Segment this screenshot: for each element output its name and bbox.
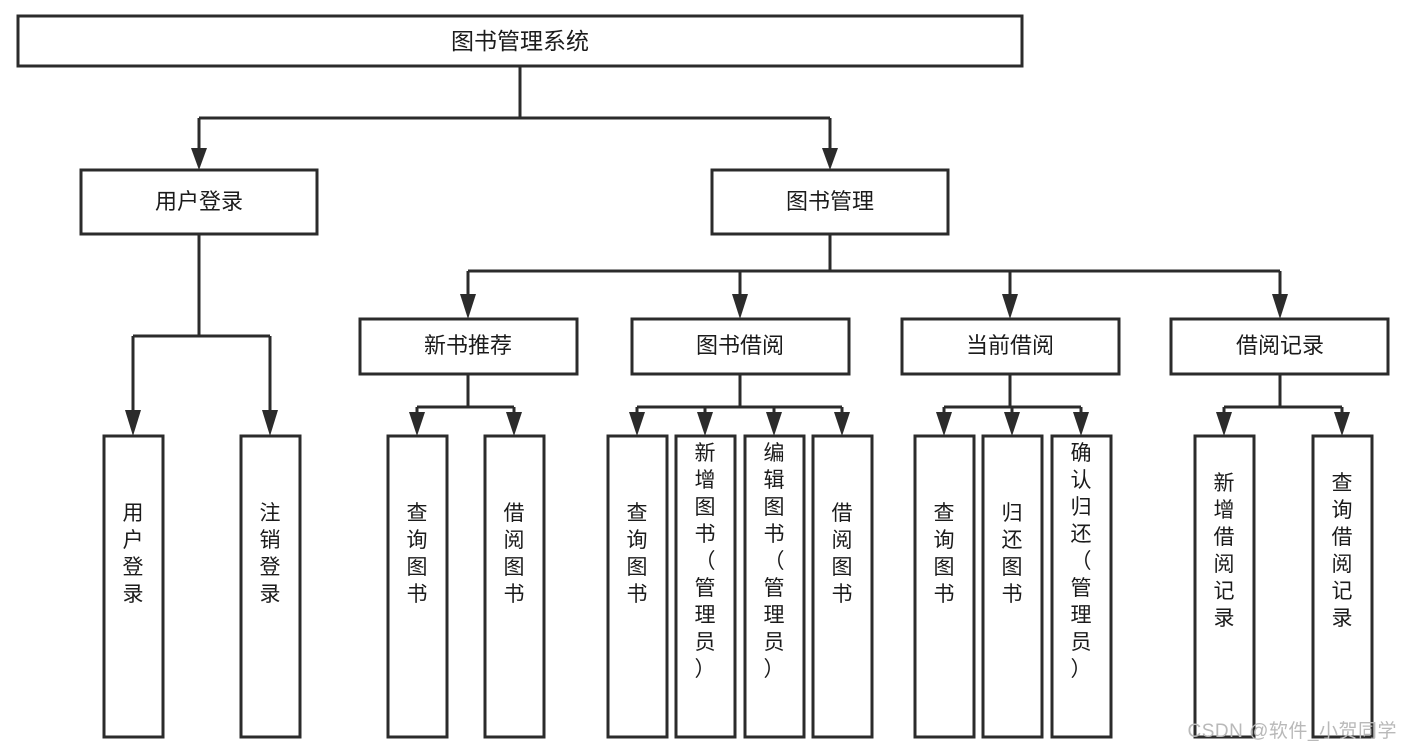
leaf-node-logout-login[interactable]: 注销登录 [239, 434, 302, 739]
node-root-box[interactable] [16, 14, 1024, 68]
leaf-node-query-book-1[interactable]: 查询图书 [386, 434, 449, 739]
leaf-node-borrow-book-1[interactable]: 借阅图书 [483, 434, 546, 739]
node-user-login[interactable]: 用户登录 [79, 168, 319, 236]
node-current-borrow-box[interactable] [900, 317, 1121, 376]
leaf-query-book-3-box[interactable] [913, 434, 976, 739]
node-book-management-box[interactable] [710, 168, 950, 236]
arrow-to-book-borrow [732, 294, 748, 319]
node-new-book-recommend-box[interactable] [358, 317, 579, 376]
arrow-to-leaf-edit-book [766, 412, 782, 436]
leaf-user-login-label: 用户登录 [123, 502, 144, 606]
node-new-book-recommend-label: 新书推荐 [424, 333, 512, 358]
arrow-to-book-management [822, 148, 838, 170]
connector-layer [125, 66, 1350, 436]
leaf-node-return-book[interactable]: 归还图书 [981, 434, 1044, 739]
node-book-management-label: 图书管理 [786, 189, 874, 214]
node-current-borrow-label: 当前借阅 [966, 333, 1054, 358]
arrow-to-leaf-return-book [1004, 412, 1020, 436]
leaf-node-user-login[interactable]: 用户登录 [102, 434, 165, 739]
node-book-borrow-box[interactable] [630, 317, 851, 376]
leaf-add-record-box[interactable] [1193, 434, 1256, 739]
leaf-query-record-label: 查询借阅记录 [1332, 472, 1353, 630]
arrow-to-leaf-borrow-book-2 [834, 412, 850, 436]
leaf-node-query-book-2[interactable]: 查询图书 [606, 434, 669, 739]
leaf-query-book-2-label: 查询图书 [627, 502, 648, 606]
arrow-to-leaf-add-book [697, 412, 713, 436]
leaf-logout-login-box[interactable] [239, 434, 302, 739]
leaf-borrow-book-2-label: 借阅图书 [832, 502, 853, 606]
arrow-to-new-book-recommend [460, 294, 476, 319]
node-root-label: 图书管理系统 [451, 28, 589, 54]
node-user-login-box[interactable] [79, 168, 319, 236]
leaf-add-book-label: 新增图书（管理员） [695, 442, 716, 681]
node-borrow-record-box[interactable] [1169, 317, 1390, 376]
leaf-add-book-box[interactable] [674, 434, 737, 739]
arrow-to-leaf-query-book-3 [936, 412, 952, 436]
leaf-query-book-1-box[interactable] [386, 434, 449, 739]
arrow-to-borrow-record [1272, 294, 1288, 319]
leaf-edit-book-box[interactable] [743, 434, 806, 739]
csdn-watermark: CSDN @软件_小贺同学 [1187, 721, 1397, 742]
node-borrow-record-label: 借阅记录 [1236, 333, 1324, 358]
arrow-to-user-login [191, 148, 207, 170]
arrow-to-leaf-user-login [125, 410, 141, 436]
node-book-borrow[interactable]: 图书借阅 [630, 317, 851, 376]
leaf-node-add-book[interactable]: 新增图书（管理员） [674, 434, 737, 739]
leaf-user-login-box[interactable] [102, 434, 165, 739]
leaf-borrow-book-2-box[interactable] [811, 434, 874, 739]
leaf-add-record-label: 新增借阅记录 [1214, 472, 1235, 630]
leaf-confirm-return-label: 确认归还（管理员） [1071, 442, 1092, 681]
arrow-to-leaf-borrow-book-1 [506, 412, 522, 436]
node-book-management[interactable]: 图书管理 [710, 168, 950, 236]
leaf-node-edit-book[interactable]: 编辑图书（管理员） [743, 434, 806, 739]
leaf-confirm-return-box[interactable] [1050, 434, 1113, 739]
node-new-book-recommend[interactable]: 新书推荐 [358, 317, 579, 376]
leaf-return-book-box[interactable] [981, 434, 1044, 739]
node-book-borrow-label: 图书借阅 [696, 333, 784, 358]
node-root[interactable]: 图书管理系统 [16, 14, 1024, 68]
leaf-query-record-box[interactable] [1311, 434, 1374, 739]
leaf-query-book-1-label: 查询图书 [407, 502, 428, 606]
leaf-edit-book-label: 编辑图书（管理员） [764, 442, 785, 681]
node-user-login-label: 用户登录 [155, 189, 243, 214]
leaf-node-add-record[interactable]: 新增借阅记录 [1193, 434, 1256, 739]
arrow-to-leaf-add-record [1216, 412, 1232, 436]
leaf-node-query-record[interactable]: 查询借阅记录 [1311, 434, 1374, 739]
leaf-logout-login-label: 注销登录 [260, 502, 281, 606]
arrow-to-leaf-query-book-1 [409, 412, 425, 436]
leaf-node-borrow-book-2[interactable]: 借阅图书 [811, 434, 874, 739]
arrow-to-leaf-confirm-return [1073, 412, 1089, 436]
leaf-borrow-book-1-box[interactable] [483, 434, 546, 739]
node-borrow-record[interactable]: 借阅记录 [1169, 317, 1390, 376]
arrow-to-leaf-logout-login [262, 410, 278, 436]
leaf-return-book-label: 归还图书 [1002, 502, 1023, 606]
arrow-to-leaf-query-record [1334, 412, 1350, 436]
leaf-query-book-3-label: 查询图书 [934, 502, 955, 606]
arrow-to-current-borrow [1002, 294, 1018, 319]
leaf-node-confirm-return[interactable]: 确认归还（管理员） [1050, 434, 1113, 739]
arrow-to-leaf-query-book-2 [629, 412, 645, 436]
node-current-borrow[interactable]: 当前借阅 [900, 317, 1121, 376]
leaf-query-book-2-box[interactable] [606, 434, 669, 739]
leaf-node-query-book-3[interactable]: 查询图书 [913, 434, 976, 739]
leaf-borrow-book-1-label: 借阅图书 [504, 502, 525, 606]
